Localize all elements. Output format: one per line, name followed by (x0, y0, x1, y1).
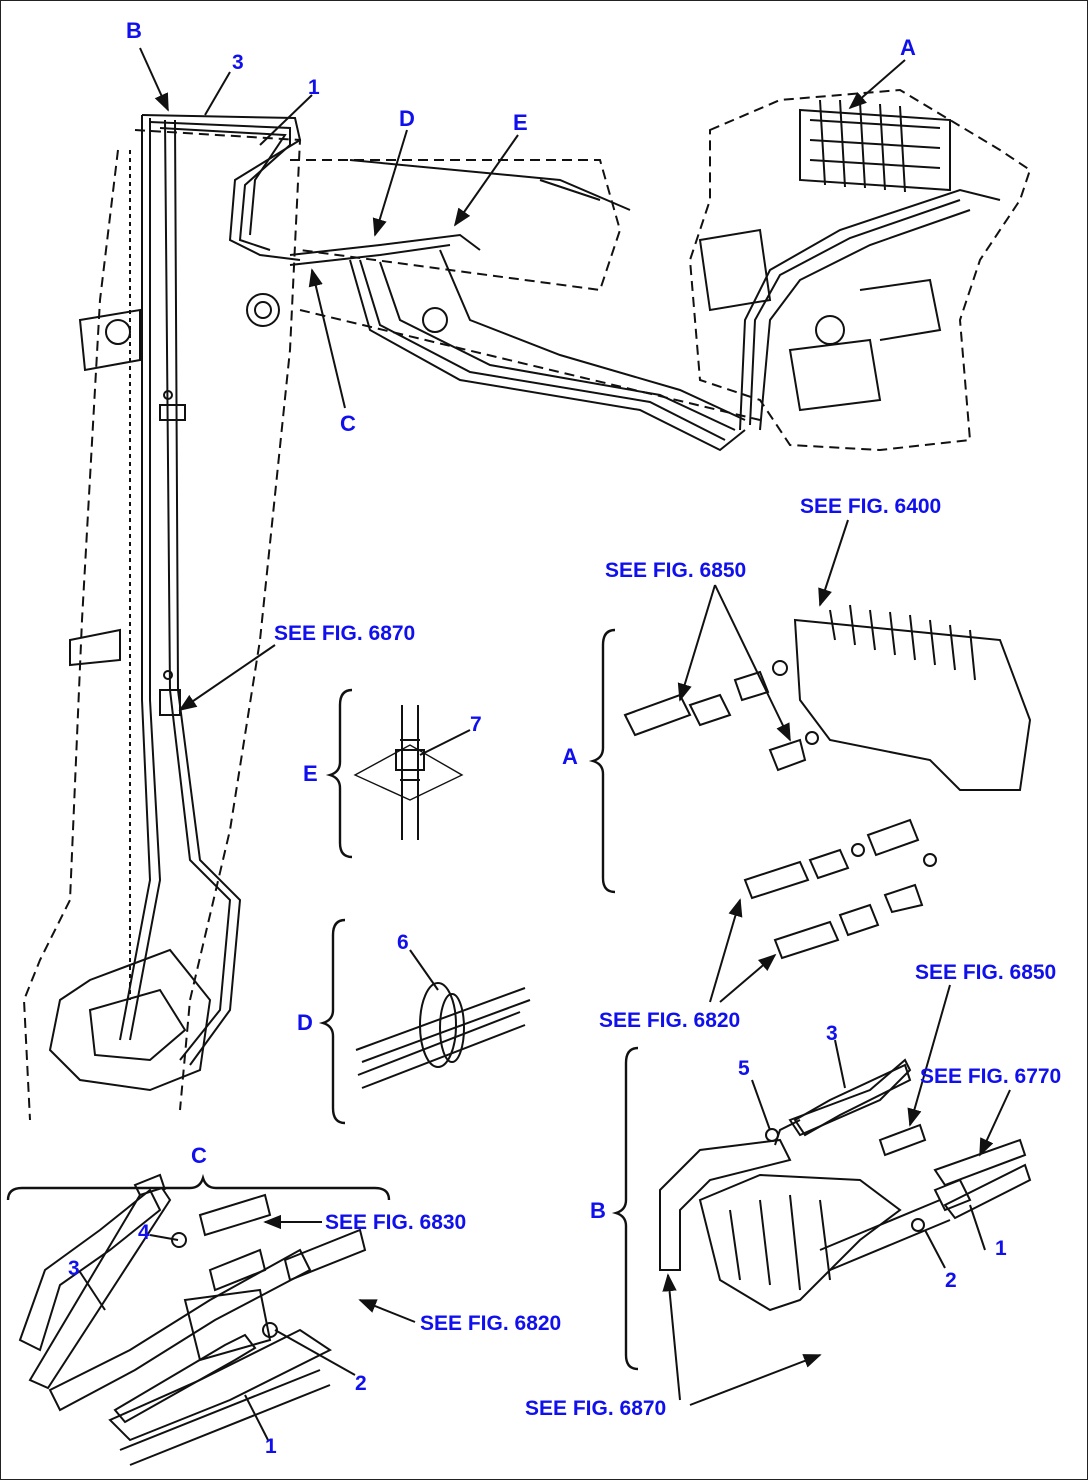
callout-part-1-B: 1 (995, 1237, 1007, 1260)
callout-part-6: 6 (397, 931, 409, 954)
callout-part-2-B: 2 (945, 1269, 957, 1292)
section-label-C: C (191, 1143, 207, 1168)
ref-fig-6850-A: SEE FIG. 6850 (605, 559, 747, 582)
callout-view-C: C (340, 411, 356, 436)
bracket-A (588, 628, 616, 894)
part-hose-1-C (113, 1333, 257, 1424)
section-label-E: E (303, 761, 318, 786)
detail-E-hose-clamp (353, 705, 464, 840)
section-label-A: A (562, 744, 578, 769)
detail-C-manifold (18, 1188, 367, 1466)
callout-part-7: 7 (470, 713, 482, 736)
callout-view-E: E (513, 110, 528, 135)
ref-fig-6850-B: SEE FIG. 6850 (915, 961, 1057, 984)
callout-view-D: D (399, 106, 415, 131)
bracket-C (6, 1173, 391, 1201)
bracket-D (318, 918, 346, 1125)
callout-part-5-B: 5 (738, 1057, 750, 1080)
bracket-B (611, 1046, 639, 1371)
ref-fig-6400: SEE FIG. 6400 (800, 495, 942, 518)
part-hose-3-C (28, 1173, 172, 1390)
detail-A-valve-assembly (623, 604, 1032, 960)
leader-lines (79, 47, 1011, 1441)
ref-fig-6820-A: SEE FIG. 6820 (599, 1009, 741, 1032)
bracket-E (325, 688, 353, 859)
ref-fig-6870-B: SEE FIG. 6870 (525, 1397, 667, 1420)
ref-fig-6830: SEE FIG. 6830 (325, 1211, 467, 1234)
callout-view-A: A (900, 35, 916, 60)
part-hose-1-B (943, 1163, 1032, 1220)
detail-D-grommet (355, 982, 531, 1089)
detail-B-manifold (659, 1058, 1027, 1312)
ref-fig-6820-C: SEE FIG. 6820 (420, 1312, 562, 1335)
ref-fig-6870-boom: SEE FIG. 6870 (274, 622, 416, 645)
callout-part-2-C: 2 (355, 1372, 367, 1395)
section-label-D: D (297, 1010, 313, 1035)
callout-view-B: B (126, 18, 142, 43)
view-brackets (6, 628, 639, 1371)
ref-fig-6770: SEE FIG. 6770 (920, 1065, 1062, 1088)
main-valve-region (688, 88, 1032, 452)
callout-part-3-C: 3 (68, 1257, 80, 1280)
callout-part-4-C: 4 (138, 1221, 150, 1244)
part-hose-3-B (793, 1063, 912, 1137)
callout-part-3-B: 3 (826, 1022, 838, 1045)
callout-part-3-top: 3 (232, 51, 244, 74)
callout-part-1-top: 1 (308, 76, 320, 99)
boom-piping (119, 114, 1001, 1066)
section-label-B: B (590, 1198, 606, 1223)
callout-part-1-C: 1 (265, 1435, 277, 1458)
